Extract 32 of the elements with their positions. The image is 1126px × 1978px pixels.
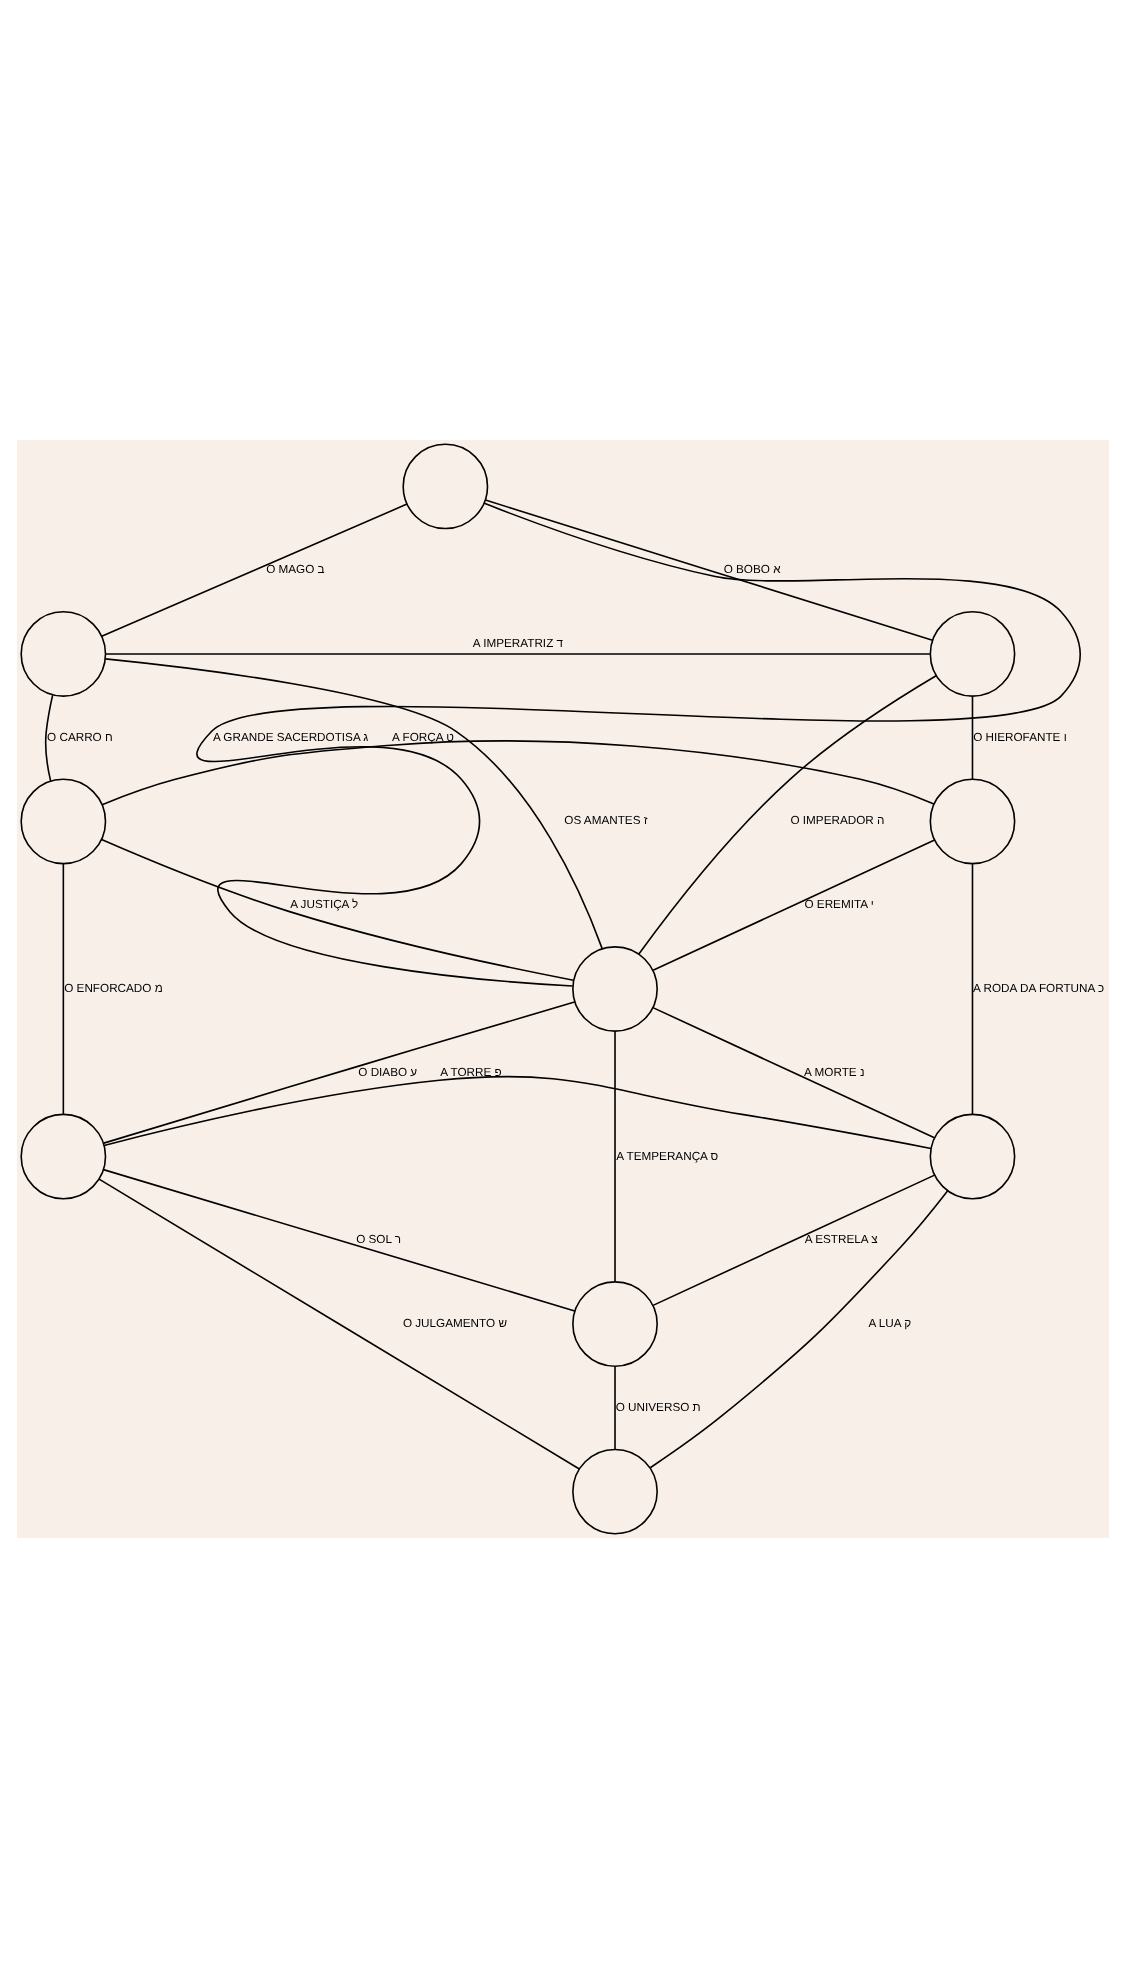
connector	[971, 862, 974, 1115]
connector	[971, 695, 974, 780]
connector	[614, 1030, 616, 1283]
connector	[484, 499, 934, 642]
connector	[649, 1189, 949, 1469]
connector	[103, 1001, 576, 1144]
connector	[100, 503, 408, 638]
connector	[638, 674, 937, 955]
connector	[104, 653, 931, 655]
connector	[197, 502, 1081, 987]
node-circle	[402, 443, 489, 530]
node-circle	[929, 611, 1016, 697]
connector	[62, 862, 65, 1115]
connector	[98, 1178, 581, 1470]
node-circle	[20, 778, 107, 865]
connector	[102, 1168, 576, 1312]
connector	[104, 658, 603, 950]
node-circle	[20, 611, 107, 697]
node-circle	[572, 946, 658, 1032]
node-circle	[20, 1113, 107, 1200]
connector	[103, 1075, 932, 1150]
connector	[101, 740, 935, 806]
node-circle	[929, 778, 1016, 865]
node-circle	[929, 1113, 1016, 1200]
connector	[44, 694, 54, 782]
connector	[614, 1365, 616, 1450]
connector	[652, 839, 936, 972]
node-circle	[572, 1281, 658, 1367]
connector	[100, 838, 575, 981]
connector	[652, 1174, 936, 1307]
connector	[652, 1006, 936, 1139]
node-circle	[572, 1448, 658, 1535]
